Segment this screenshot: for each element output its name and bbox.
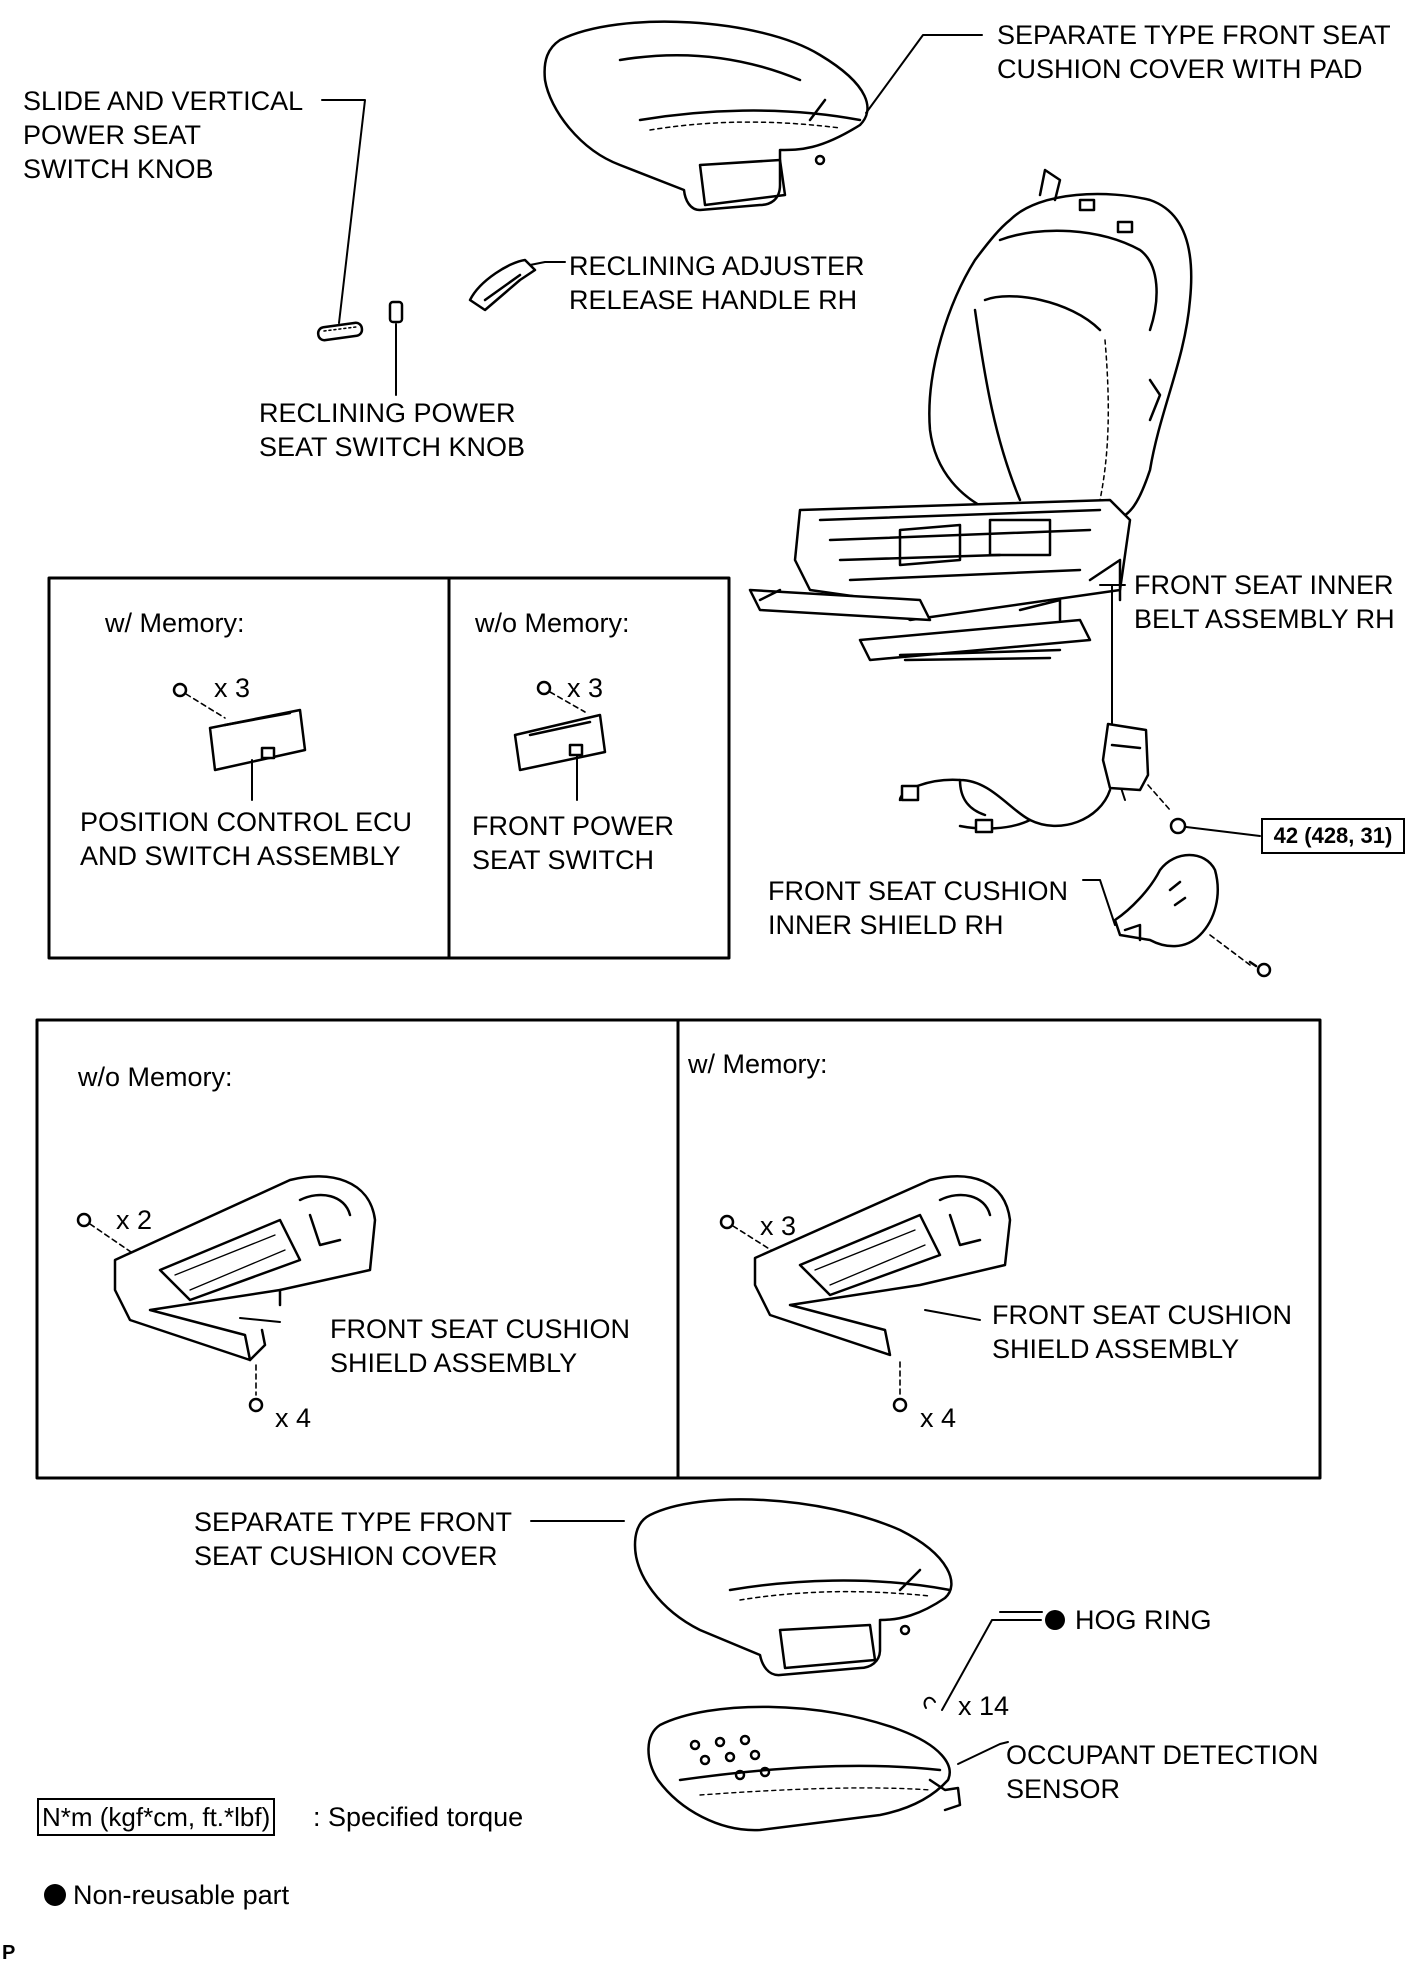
bottom-wo-memory-title: w/o Memory:: [78, 1062, 233, 1092]
label-position-ecu: POSITION CONTROL ECU AND SWITCH ASSEMBLY: [80, 807, 413, 871]
legend-torque-text: : Specified torque: [313, 1802, 524, 1832]
bottom-option-boxes: [35, 1018, 1322, 1480]
torque-value-box: 42 (428, 31): [1261, 818, 1405, 854]
bottom-wo-memory-qty-bottom: x 4: [275, 1403, 312, 1433]
label-recline-knob: RECLINING POWER SEAT SWITCH KNOB: [259, 398, 526, 462]
box-w-memory-qty: x 3: [214, 673, 251, 703]
slide-knob-drawing: [316, 321, 364, 342]
front-power-switch-drawing: [513, 680, 607, 801]
bottom-wo-memory-qty-top: x 2: [116, 1205, 153, 1235]
corner-mark: P: [2, 1942, 16, 1964]
bottom-w-memory-qty-bottom: x 4: [920, 1403, 957, 1433]
label-hog-ring: HOG RING: [1075, 1605, 1212, 1635]
seat-assembly-drawing: [748, 168, 1193, 662]
label-cushion-cover: SEPARATE TYPE FRONT SEAT CUSHION COVER: [194, 1507, 513, 1571]
cushion-cover-with-pad-drawing: [543, 20, 869, 212]
occupant-sensor-drawing: [647, 1705, 962, 1832]
bottom-w-memory-title: w/ Memory:: [688, 1049, 828, 1079]
label-hog-ring-qty: x 14: [958, 1691, 1010, 1721]
label-inner-shield: FRONT SEAT CUSHION INNER SHIELD RH: [768, 876, 1069, 940]
recline-knob-drawing: [388, 300, 404, 324]
label-front-power-switch: FRONT POWER SEAT SWITCH: [472, 811, 674, 875]
position-ecu-drawing: [172, 682, 307, 801]
box-wo-memory-qty: x 3: [567, 673, 604, 703]
cushion-shield-w-memory-drawing: [719, 1175, 1012, 1413]
cushion-cover-drawing: [633, 1498, 953, 1677]
label-recline-handle: RECLINING ADJUSTER RELEASE HANDLE RH: [569, 251, 865, 315]
label-cushion-cover-with-pad: SEPARATE TYPE FRONT SEAT CUSHION COVER W…: [997, 20, 1391, 84]
inner-belt-drawing: [898, 722, 1187, 835]
legend-nonreusable-text: Non-reusable part: [73, 1880, 290, 1910]
label-slide-vertical-knob: SLIDE AND VERTICAL POWER SEAT SWITCH KNO…: [23, 86, 304, 184]
top-option-boxes: [47, 576, 731, 960]
label-occupant-sensor: OCCUPANT DETECTION SENSOR: [1006, 1740, 1319, 1804]
nonreusable-dot: [44, 1884, 66, 1906]
hog-ring-drawing: [923, 1610, 1065, 1709]
recline-handle-drawing: [468, 258, 537, 312]
bottom-w-memory-qty-top: x 3: [760, 1211, 797, 1241]
label-cushion-shield-w: FRONT SEAT CUSHION SHIELD ASSEMBLY: [992, 1300, 1293, 1364]
leader-lines: [321, 34, 1261, 1765]
inner-shield-drawing: [1113, 853, 1272, 978]
legend-torque-unit: N*m (kgf*cm, ft.*lbf): [37, 1798, 276, 1836]
box-wo-memory-title: w/o Memory:: [475, 608, 630, 638]
label-cushion-shield-wo: FRONT SEAT CUSHION SHIELD ASSEMBLY: [330, 1314, 631, 1378]
box-w-memory-title: w/ Memory:: [105, 608, 245, 638]
label-inner-belt: FRONT SEAT INNER BELT ASSEMBLY RH: [1134, 570, 1395, 634]
cushion-shield-wo-memory-drawing: [76, 1175, 377, 1413]
